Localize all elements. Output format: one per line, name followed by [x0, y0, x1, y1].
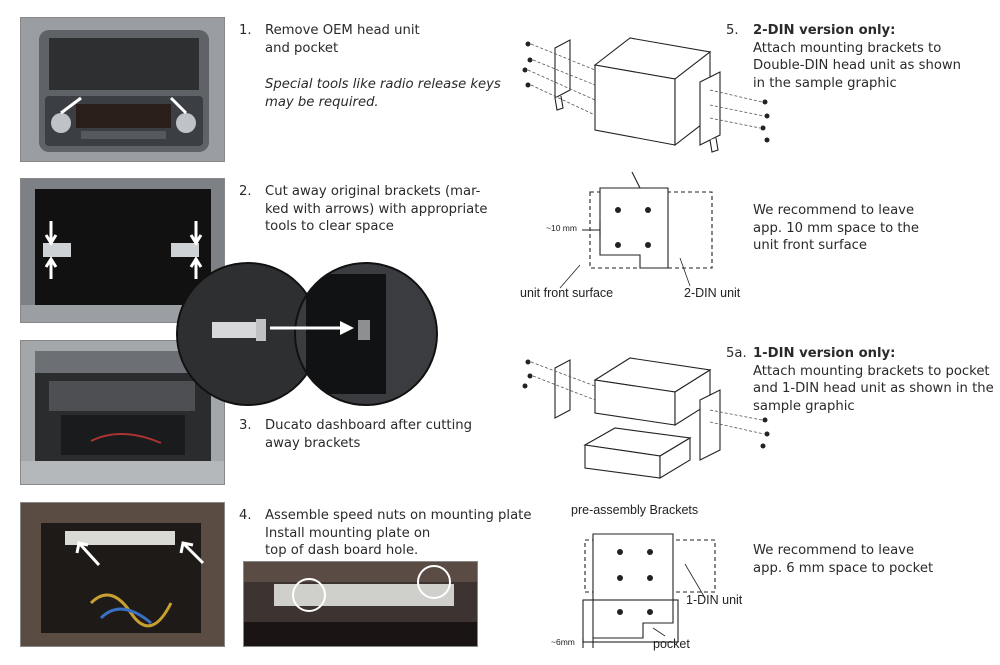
step-1-line: Remove OEM head unit: [265, 23, 420, 38]
recommendation-10mm: We recommend to leave app. 10 mm space t…: [753, 202, 919, 255]
diagram-1din-exploded: [522, 357, 770, 479]
step-5a-text: 1-DIN version only: Attach mounting brac…: [753, 345, 994, 415]
label-2din-unit: 2-DIN unit: [684, 286, 741, 300]
mounting-plate-illustration: [244, 562, 477, 646]
arrow-between-closeups: [270, 321, 354, 335]
step-5a-line: and 1-DIN head unit as shown in the: [753, 381, 994, 396]
step-5-title: 2-DIN version only:: [753, 23, 896, 38]
step-1-number: 1.: [239, 23, 252, 38]
step-1-text: Remove OEM head unit and pocket: [265, 22, 420, 57]
step-4-number: 4.: [239, 508, 252, 523]
step-1-line: and pocket: [265, 40, 339, 56]
cut-brackets-illustration: [21, 179, 224, 322]
step-5-line: Double-DIN head unit as shown: [753, 58, 962, 73]
label-ten-mm: ~10 mm: [546, 223, 577, 233]
recommendation-line: unit front surface: [753, 238, 868, 253]
dashboard-after-illustration: [21, 341, 224, 484]
step-4-line: Assemble speed nuts on mounting plate: [265, 508, 532, 523]
photo-oem-head-unit: [20, 17, 225, 162]
recommendation-line: We recommend to leave: [753, 543, 915, 558]
step-5-line: in the sample graphic: [753, 75, 897, 91]
recommendation-line: app. 6 mm space to pocket: [753, 560, 934, 576]
photo-mounting-plate: [243, 561, 478, 647]
step-5a-line: sample graphic: [753, 398, 855, 414]
step-3-number: 3.: [239, 418, 252, 433]
magnifier-cut-closeup: [294, 262, 438, 406]
step-2-line: ked with arrows) with appropriate: [265, 201, 488, 217]
label-six-mm: ~6mm: [551, 637, 575, 647]
photo-speed-nuts: [20, 502, 225, 647]
step-4-text: Assemble speed nuts on mounting plate In…: [265, 507, 531, 560]
oem-head-unit-illustration: [21, 18, 224, 161]
step-2-text: Cut away original brackets (mar- ked wit…: [265, 183, 488, 236]
step-5a-line: Attach mounting brackets to pocket: [753, 363, 990, 379]
diagram-6mm-side-view: [582, 533, 716, 648]
step-5a-number: 5a.: [726, 346, 747, 361]
cut-closeup-illustration: [296, 264, 436, 404]
step-1-note-line: may be required.: [265, 94, 379, 110]
photo-dashboard-after: [20, 340, 225, 485]
step-1-note-line: Special tools like radio release keys: [265, 77, 501, 92]
step-3-line: away brackets: [265, 435, 361, 451]
step-4-line: top of dash board hole.: [265, 543, 419, 558]
step-3-line: Ducato dashboard after cutting: [265, 418, 472, 433]
recommendation-line: app. 10 mm space to the: [753, 220, 920, 236]
diagram-2din-exploded: [522, 37, 770, 153]
speed-nuts-illustration: [21, 503, 224, 646]
label-pre-assembly-brackets: pre-assembly Brackets: [571, 503, 699, 517]
step-5-number: 5.: [726, 23, 739, 38]
step-1-note: Special tools like radio release keys ma…: [265, 76, 501, 111]
label-pocket: pocket: [653, 637, 690, 651]
step-3-text: Ducato dashboard after cutting away brac…: [265, 417, 472, 452]
step-5a-title: 1-DIN version only:: [753, 346, 896, 361]
recommendation-line: We recommend to leave: [753, 203, 915, 218]
recommendation-6mm: We recommend to leave app. 6 mm space to…: [753, 542, 933, 577]
step-4-line: Install mounting plate on: [265, 525, 431, 541]
step-5-line: Attach mounting brackets to: [753, 40, 942, 56]
label-1din-unit: 1-DIN unit: [686, 593, 743, 607]
label-unit-front-surface: unit front surface: [520, 286, 614, 300]
diagram-10mm-side-view: [559, 171, 713, 289]
step-2-number: 2.: [239, 184, 252, 199]
step-2-line: Cut away original brackets (mar-: [265, 184, 481, 199]
step-2-line: tools to clear space: [265, 219, 394, 234]
step-5-text: 2-DIN version only: Attach mounting brac…: [753, 22, 961, 92]
